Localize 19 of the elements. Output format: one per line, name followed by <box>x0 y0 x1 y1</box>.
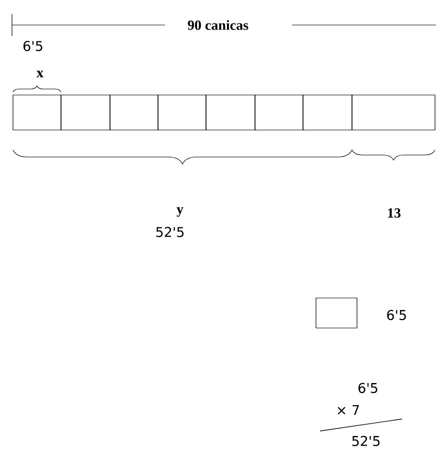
handwritten-number: × 7 <box>338 405 359 415</box>
tape-segment <box>110 94 158 130</box>
tape-segment <box>60 94 110 130</box>
quantity-label: 13 <box>388 208 401 218</box>
tape-segment <box>158 94 206 130</box>
tape-segment <box>254 94 304 130</box>
handwritten-number: 6'5 <box>358 382 378 394</box>
tape-segment <box>302 94 352 130</box>
handwritten-number: 6'5 <box>24 40 42 52</box>
dimension-label: 90 canicas <box>188 20 248 30</box>
tape-segment <box>352 94 436 130</box>
tape-segment <box>206 94 256 130</box>
tape-segment <box>12 94 62 130</box>
variable-label: x <box>36 70 44 78</box>
handwritten-number: 52'5 <box>156 226 184 238</box>
hand-drawn-box <box>316 298 358 328</box>
handwritten-number: 6'5 <box>387 310 406 320</box>
handwritten-number: 52'5 <box>352 436 380 446</box>
variable-label: y <box>176 207 184 217</box>
